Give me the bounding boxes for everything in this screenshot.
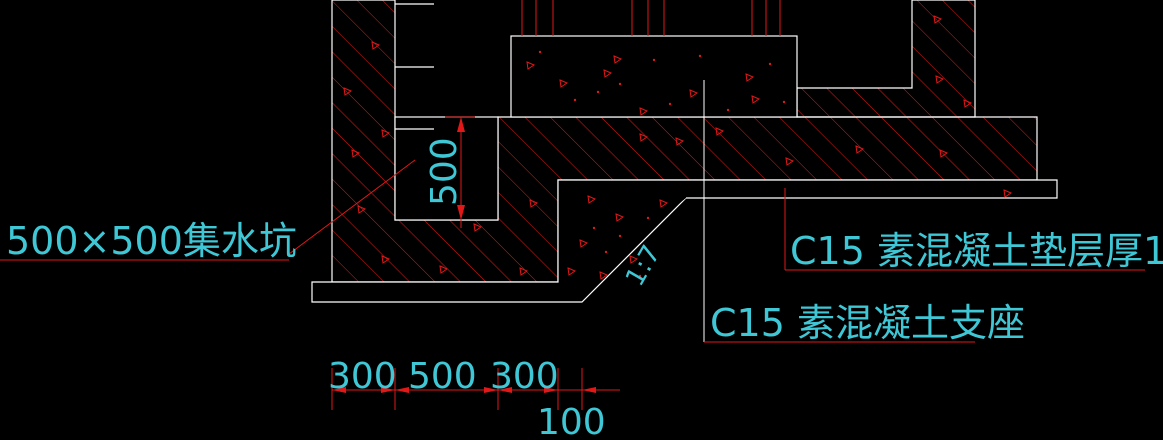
- aggregate-triangle: [343, 87, 353, 96]
- lower-support-fill: [560, 182, 686, 282]
- aggregate-dot: [538, 50, 542, 54]
- aggregate-triangle: [357, 205, 367, 214]
- aggregate-dot: [646, 216, 650, 220]
- aggregate-triangle: [659, 199, 669, 208]
- aggregate-triangle: [559, 79, 569, 88]
- aggregate-triangle: [935, 75, 945, 84]
- aggregate-triangle: [751, 95, 761, 104]
- pit-dim-arrow-top: [457, 117, 465, 132]
- aggregate-triangle: [351, 149, 361, 158]
- aggregate-triangle: [629, 255, 639, 264]
- columns: [521, 0, 781, 36]
- aggregate-triangle: [715, 127, 725, 136]
- aggregate-triangle: [675, 137, 685, 146]
- aggregate-triangle: [639, 107, 649, 116]
- aggregate-triangle: [473, 223, 483, 232]
- aggregate-triangle: [579, 239, 589, 248]
- aggregate-dot: [592, 226, 596, 230]
- aggregate-triangle: [615, 213, 625, 222]
- aggregate-triangle: [381, 255, 391, 264]
- cushion-label: C15 素混凝土垫层厚100: [790, 229, 1163, 273]
- aggregate-dot: [596, 90, 600, 94]
- aggregate-dot: [782, 100, 786, 104]
- aggregate-dot: [618, 234, 622, 238]
- dim-offset: 100: [537, 402, 606, 440]
- pit-depth-label: 500: [424, 137, 465, 206]
- aggregate-triangle: [939, 149, 949, 158]
- support-label: C15 素混凝土支座: [710, 301, 1025, 345]
- aggregate-triangle: [439, 265, 449, 274]
- aggregate-triangle: [933, 15, 943, 24]
- aggregate-triangle: [371, 41, 381, 50]
- sump-label: 500×500集水坑: [6, 219, 297, 263]
- aggregate-dot: [652, 58, 656, 62]
- aggregate-triangle: [639, 133, 649, 142]
- dim-segment-1: 300: [328, 356, 397, 397]
- dim-segment-3: 300: [490, 356, 559, 397]
- aggregate-triangle: [567, 267, 577, 276]
- aggregate-triangle: [603, 69, 613, 78]
- aggregate-dot: [698, 54, 702, 58]
- aggregate-triangle: [689, 89, 699, 98]
- aggregate-triangle: [1003, 189, 1013, 198]
- aggregate-triangle: [745, 73, 755, 82]
- aggregate-triangle: [785, 157, 795, 166]
- pit-dim-arrow-bottom: [457, 205, 465, 220]
- lower-support: [311, 179, 1058, 303]
- aggregate-dot: [726, 108, 730, 112]
- aggregate-triangle: [529, 199, 539, 208]
- aggregate-triangle: [613, 55, 623, 64]
- aggregate-dot: [618, 82, 622, 86]
- aggregate-dot: [604, 250, 608, 254]
- aggregate-triangle: [587, 195, 597, 204]
- aggregate-triangle: [599, 271, 609, 280]
- aggregate-triangle: [963, 99, 973, 108]
- aggregate-triangle: [381, 129, 391, 138]
- right-wall: [796, 0, 976, 118]
- sump-pit: [394, 116, 499, 221]
- leader-sump: [288, 159, 416, 255]
- aggregate-triangle: [855, 145, 865, 154]
- dimension-chain: [331, 368, 620, 410]
- aggregate-dot: [638, 274, 642, 278]
- support-block: [510, 35, 798, 118]
- aggregate-triangle: [519, 267, 529, 276]
- aggregate-dot: [668, 102, 672, 106]
- aggregate-symbols: [343, 15, 1013, 280]
- aggregate-dot: [573, 98, 577, 102]
- aggregate-triangle: [526, 61, 536, 70]
- aggregate-dot: [768, 62, 772, 66]
- dim-segment-2: 500: [408, 356, 477, 397]
